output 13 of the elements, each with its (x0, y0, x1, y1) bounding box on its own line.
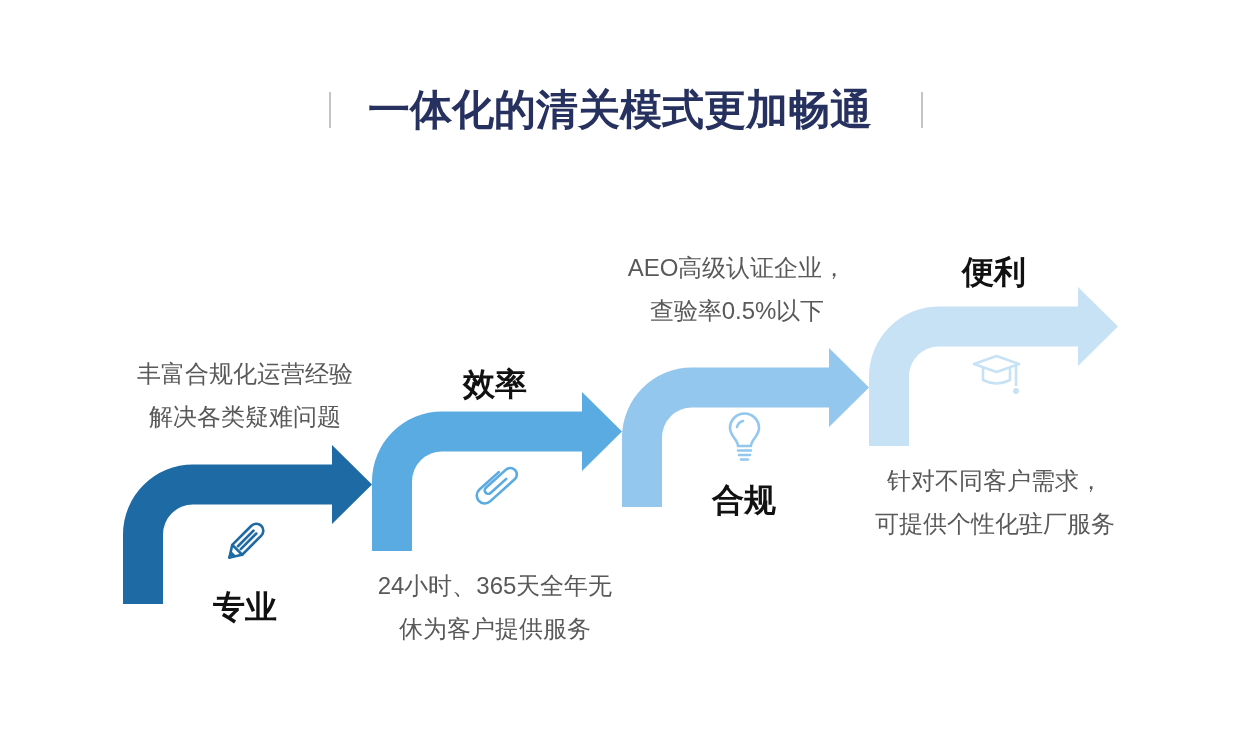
bent-arrow (123, 445, 372, 604)
step-description: 针对不同客户需求，可提供个性化驻厂服务 (874, 466, 1116, 539)
step-title: 合规 (710, 481, 777, 519)
bent-arrow (622, 348, 869, 507)
step-description: 24小时、365天全年无休为客户提供服务 (376, 571, 614, 644)
bent-arrow (372, 392, 622, 551)
step-title: 专业 (212, 588, 278, 626)
bent-arrow (869, 287, 1118, 446)
step-description: 丰富合规化运营经验解决各类疑难问题 (136, 359, 354, 432)
title: 一体化的清关模式更加畅通 (368, 85, 872, 135)
step-title: 便利 (960, 253, 1027, 291)
step-title: 效率 (461, 365, 528, 403)
step-description: AEO高级认证企业，查验率0.5%以下 (626, 253, 848, 326)
